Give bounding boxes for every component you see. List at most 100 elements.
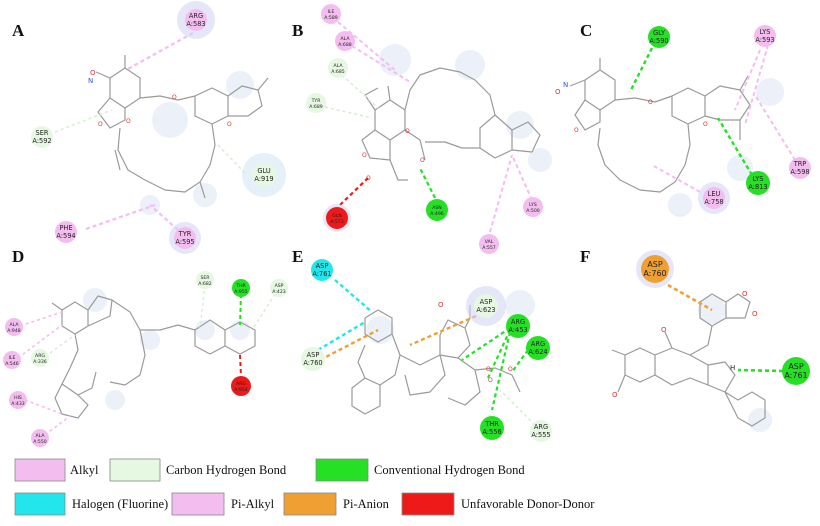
residue-thr-955: THR A:955 — [232, 279, 250, 297]
residue-asp-760: ASP A:760 — [301, 347, 325, 371]
atom-o: O — [126, 118, 131, 125]
legend-swatch-alkyl — [14, 458, 66, 482]
residue-tyr-595: TYR A:595 — [169, 222, 201, 254]
interaction-line — [339, 177, 369, 206]
interaction-line — [511, 349, 529, 373]
svg-text:LEU: LEU — [708, 190, 721, 198]
interaction-line — [351, 45, 411, 83]
interaction-line — [499, 389, 536, 426]
svg-text:A:760: A:760 — [643, 269, 666, 278]
panel-d-label: D — [12, 247, 24, 266]
atom-o: O — [703, 121, 708, 128]
panel-f-molecule — [611, 293, 766, 427]
svg-text:ARG: ARG — [531, 340, 545, 348]
svg-text:A:954: A:954 — [234, 387, 247, 393]
panel-e-interactions — [317, 279, 536, 426]
svg-text:TYR: TYR — [311, 98, 322, 104]
svg-text:A:556: A:556 — [482, 428, 501, 436]
svg-text:A:592: A:592 — [32, 137, 51, 145]
residue-asp-623: ASP A:623 — [466, 286, 506, 326]
svg-text:Alkyl: Alkyl — [70, 463, 99, 477]
panel-e-molecule — [351, 305, 521, 415]
svg-text:ALA: ALA — [341, 36, 351, 42]
atom-n: N — [88, 77, 93, 85]
svg-text:A:496: A:496 — [430, 211, 443, 217]
panel-a-shading — [140, 71, 254, 215]
legend-item-pi-alkyl: Pi-Alkyl — [171, 492, 275, 516]
interaction-line — [239, 354, 242, 377]
svg-text:ILE: ILE — [9, 355, 16, 361]
residue-ser-682: SER A:682 — [196, 271, 214, 289]
svg-text:ASP: ASP — [307, 351, 320, 359]
svg-text:A:761: A:761 — [784, 371, 807, 380]
atom-o: O — [420, 157, 425, 164]
svg-text:A:433: A:433 — [11, 401, 24, 407]
residue-ala-688: ALA A:688 — [335, 31, 355, 51]
panel-c-interactions — [628, 44, 796, 193]
residue-gln-573: GLN A:573 — [323, 204, 351, 232]
residue-leu-758: LEU A:758 — [698, 182, 730, 214]
residue-gly-590: GLY A:590 — [648, 26, 670, 48]
interaction-line — [54, 109, 113, 133]
atom-o: O — [486, 366, 491, 373]
svg-text:TYR: TYR — [178, 230, 192, 238]
interaction-line — [409, 314, 477, 347]
residue-arg-583: ARG A:583 — [177, 1, 215, 39]
panel-a: A O N O O O O — [12, 1, 286, 254]
svg-text:A:689: A:689 — [309, 104, 322, 110]
interaction-line — [317, 320, 366, 352]
svg-text:GLN: GLN — [332, 213, 342, 219]
svg-text:ARG: ARG — [236, 381, 246, 387]
svg-text:A:550: A:550 — [33, 439, 46, 445]
residue-lys-813: LYS A:813 — [746, 171, 770, 195]
svg-text:ASP: ASP — [788, 362, 804, 371]
svg-text:A:598: A:598 — [790, 168, 809, 176]
residue-glu-919: GLU A:919 — [242, 153, 286, 197]
interaction-line — [125, 32, 194, 71]
svg-text:Halogen (Fluorine): Halogen (Fluorine) — [72, 497, 168, 511]
residue-asp-423: ASP A:423 — [270, 279, 288, 297]
svg-text:ALA: ALA — [10, 322, 20, 328]
atom-o: O — [648, 99, 653, 106]
residue-ala-550: ALA A:550 — [31, 429, 49, 447]
svg-text:A:453: A:453 — [508, 326, 527, 334]
interaction-line — [85, 203, 156, 231]
interaction-line — [251, 293, 276, 331]
interaction-line — [24, 399, 63, 415]
svg-text:ILE: ILE — [328, 9, 335, 15]
svg-text:ASP: ASP — [275, 283, 284, 289]
atom-o: O — [574, 127, 579, 134]
interaction-line — [44, 415, 71, 436]
interaction-line — [239, 293, 242, 326]
interaction-line — [149, 204, 179, 231]
svg-text:HIS: HIS — [14, 395, 22, 401]
atom-o: O — [172, 94, 177, 101]
atom-o: O — [752, 310, 758, 318]
svg-text:ARG: ARG — [534, 423, 548, 431]
legend-item-conventional-hydrogen-bond: Conventional Hydrogen Bond — [315, 458, 525, 482]
panel-e-label: E — [292, 247, 303, 266]
residue-asp-761: ASP A:761 — [311, 259, 333, 281]
svg-text:VAL: VAL — [485, 239, 494, 245]
svg-text:Pi-Anion: Pi-Anion — [343, 497, 390, 511]
svg-text:A:546: A:546 — [5, 361, 18, 367]
svg-text:ASP: ASP — [480, 298, 493, 306]
atom-o: O — [362, 152, 367, 159]
svg-text:ASP: ASP — [316, 262, 329, 270]
residue-ile-589: ILE A:589 — [321, 4, 341, 24]
panel-a-interactions — [54, 32, 246, 231]
panel-f: F O O O O H ASP A:760 — [580, 247, 810, 432]
interaction-line — [199, 284, 206, 329]
panel-a-label: A — [12, 21, 25, 40]
svg-text:A:948: A:948 — [7, 328, 20, 334]
interaction-line — [49, 334, 76, 354]
svg-text:A:595: A:595 — [175, 238, 194, 246]
interaction-line — [217, 144, 246, 174]
panel-c-shading — [668, 78, 784, 217]
svg-text:THR: THR — [484, 420, 499, 428]
svg-text:ARG: ARG — [189, 12, 203, 20]
atom-o: O — [742, 290, 748, 298]
svg-text:Conventional Hydrogen Bond: Conventional Hydrogen Bond — [374, 463, 525, 477]
svg-text:A:500: A:500 — [526, 208, 539, 214]
panel-f-interactions — [667, 283, 784, 373]
